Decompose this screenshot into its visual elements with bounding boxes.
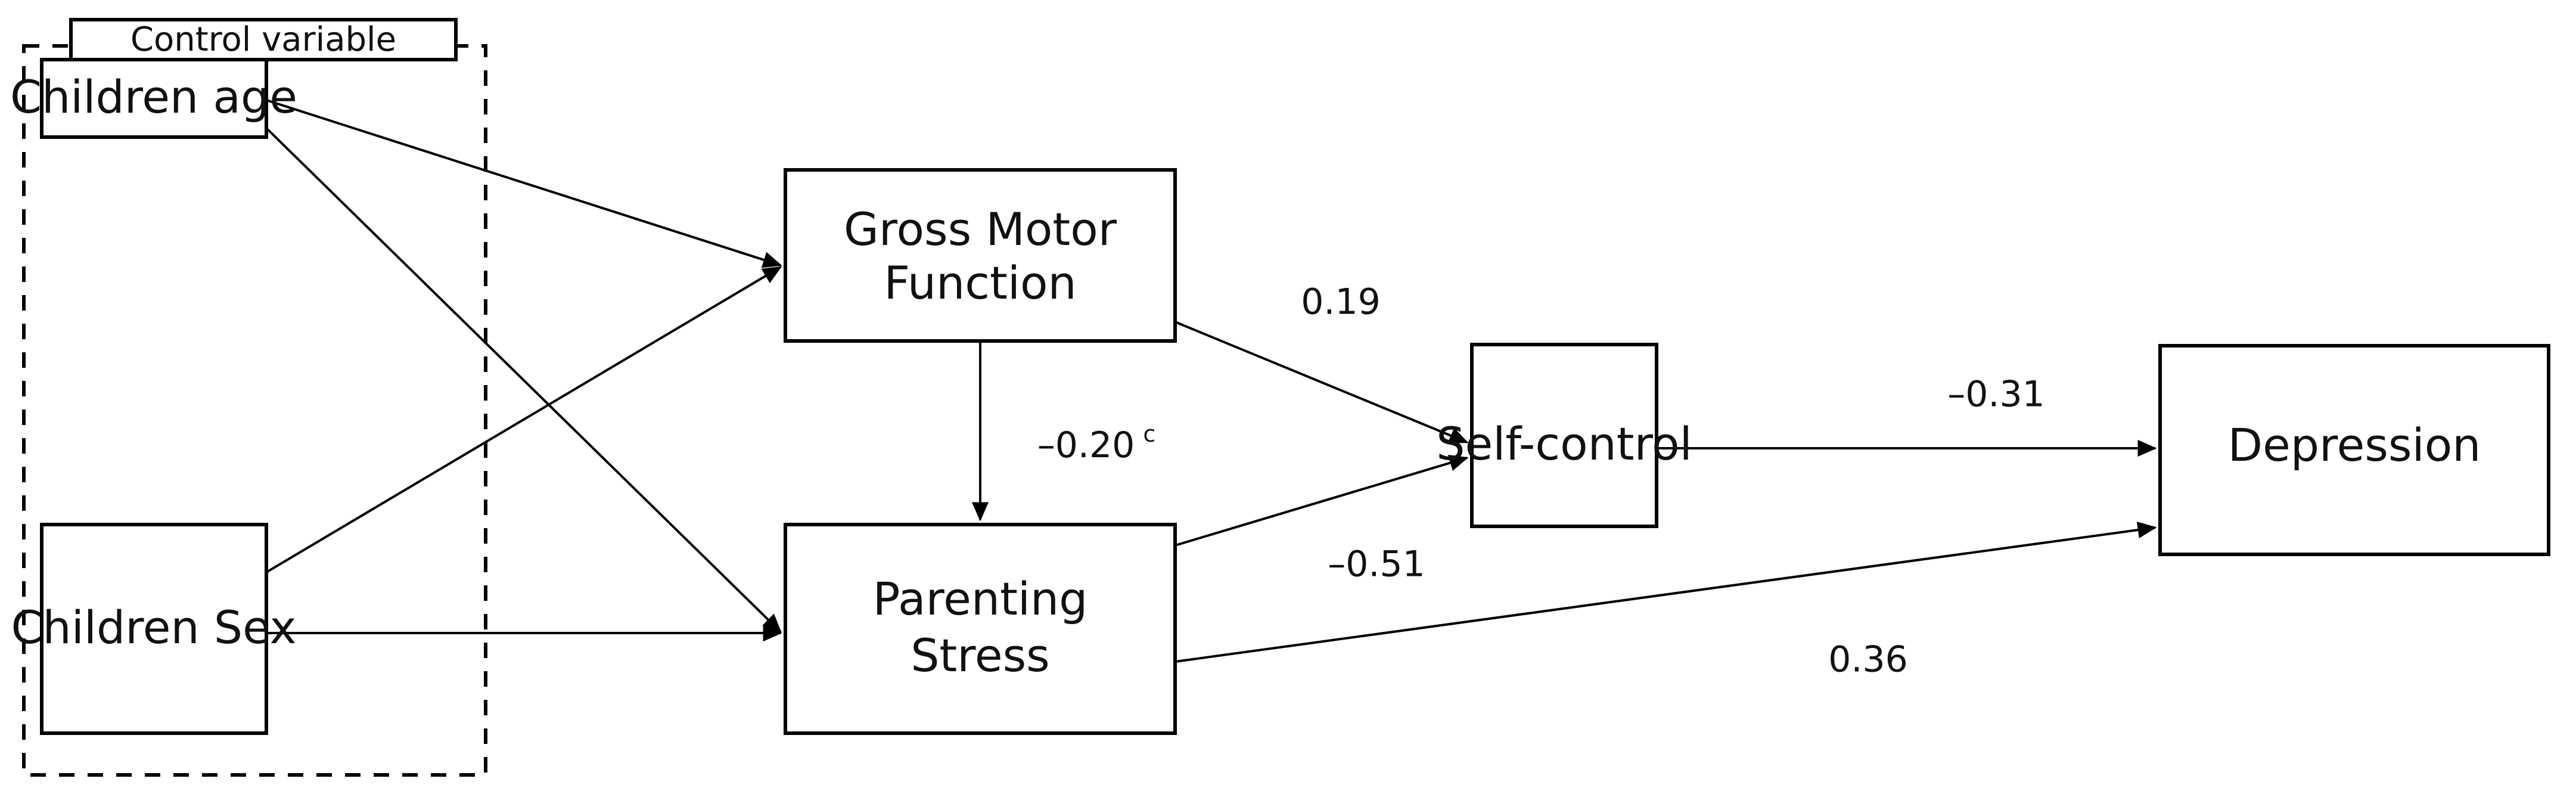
node-label-control-variable: Control variable [130,20,396,59]
edge-gross-motor-function-to-self-control [1174,321,1469,443]
node-box-parenting-stress[interactable] [784,523,1177,735]
node-label-gross-motor-function: Gross Motor [844,203,1117,256]
node-box-self-control[interactable] [1470,343,1658,528]
node-box-depression[interactable] [2158,344,2550,556]
coef-superscript-gmf-to-stress: c [1143,421,1155,447]
coef-value-gmf-to-stress: –0.20 [1037,424,1135,466]
node-label-children-age: Children age [10,70,297,123]
node-box-children-sex[interactable] [40,523,268,735]
edge-parenting-stress-to-self-control [1174,454,1469,547]
node-label-self-control: Self-control [1436,417,1692,470]
coef-label-stress-to-self: –0.51 [1328,544,1425,585]
coef-label-gmf-to-stress: –0.20 c [1037,421,1156,466]
coef-label-stress-to-depr: 0.36 [1828,639,1908,681]
coef-label-self-to-depr: –0.31 [1947,374,2045,415]
node-box-control-variable[interactable] [69,18,458,61]
node-label-depression: Depression [2228,418,2481,472]
edge-children-age-to-parenting-stress [265,127,782,633]
edge-parenting-stress-to-depression [1174,522,2157,663]
coef-label-gmf-to-self: 0.19 [1301,281,1381,323]
node-label-parenting-stress-line2: Stress [911,629,1050,682]
node-box-children-age[interactable] [40,58,268,139]
node-label-children-sex: Children Sex [11,601,296,654]
node-label-gross-motor-function-line2: Function [884,256,1076,309]
edge-children-age-to-gross-motor-function [266,99,782,268]
node-label-parenting-stress: Parenting [873,572,1088,625]
node-box-gross-motor-function[interactable] [784,168,1177,343]
edge-children-sex-to-gross-motor-function [265,266,782,573]
